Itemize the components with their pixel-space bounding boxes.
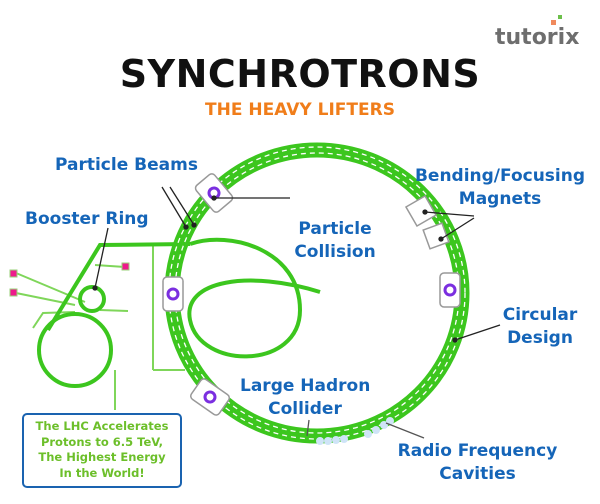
label-bending-magnets: Bending/Focusing Magnets bbox=[414, 166, 586, 209]
bending-magnets bbox=[404, 194, 450, 250]
logo-dot bbox=[551, 20, 556, 25]
rf-cavities bbox=[316, 417, 394, 445]
collision-detectors bbox=[162, 173, 461, 416]
label-large-hadron-collider: Large Hadron Collider bbox=[240, 376, 371, 419]
label-rf-cavities: Radio Frequency Cavities bbox=[397, 441, 558, 484]
label-particle-beams: Particle Beams bbox=[55, 155, 198, 175]
label-booster-ring: Booster Ring bbox=[25, 209, 149, 229]
tutorix-logo: tutorix bbox=[495, 25, 580, 50]
page-title: SYNCHROTRONS bbox=[119, 52, 481, 96]
lhc-fact-box: The LHC Accelerates Protons to 6.5 TeV, … bbox=[22, 413, 182, 488]
logo-dot bbox=[558, 15, 562, 19]
label-particle-collision: Particle Collision bbox=[294, 219, 376, 262]
injector-markers bbox=[9, 262, 130, 297]
label-circular-design: Circular Design bbox=[502, 305, 578, 348]
pointer-lines bbox=[92, 186, 501, 439]
booster-ring bbox=[37, 237, 321, 388]
page-subtitle: THE HEAVY LIFTERS bbox=[205, 100, 395, 120]
